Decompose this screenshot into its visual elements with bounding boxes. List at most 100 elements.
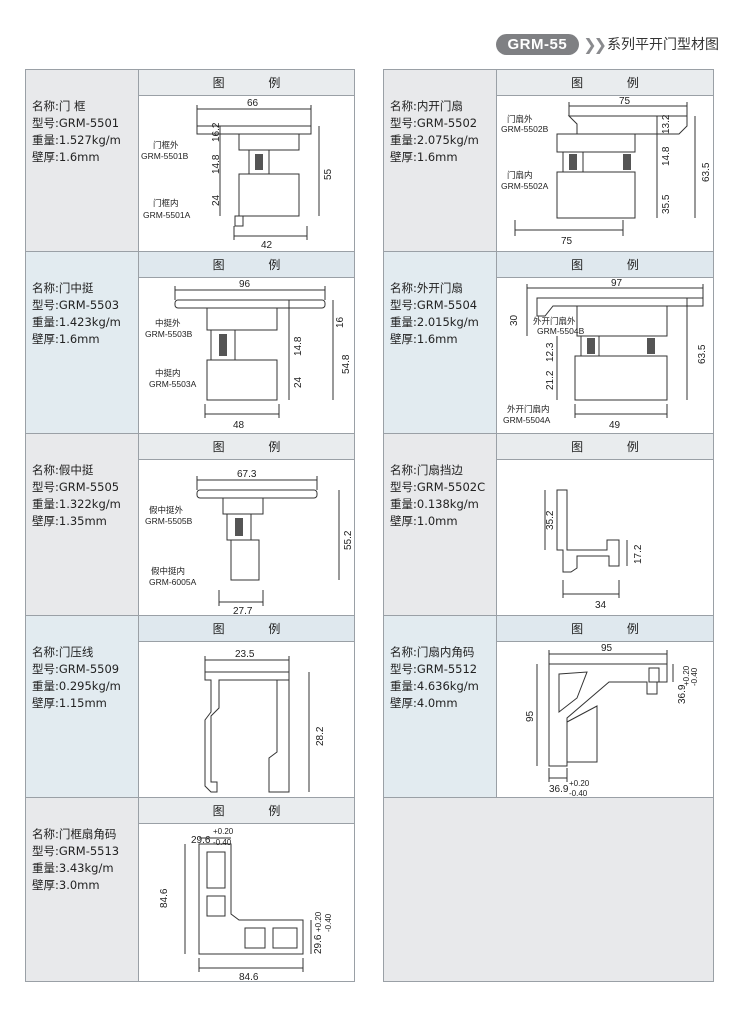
profile-drawing: 35.2 17.2 34 xyxy=(544,489,644,611)
double-chevron-icon: ❯❯ xyxy=(583,34,607,54)
part-label: GRM-5502B xyxy=(501,124,549,134)
profile-figure: 图 例 29.6 +0.20 -0.40 84.6 29.6 xyxy=(139,798,354,982)
dim-label: 14.8 xyxy=(661,146,672,166)
profile-info: 名称:门扇内角码 型号:GRM-5512 重量:4.636kg/m 壁厚:4.0… xyxy=(384,616,497,797)
part-label: GRM-5501B xyxy=(141,151,189,161)
left-column: 名称:门 框 型号:GRM-5501 重量:1.527kg/m 壁厚:1.6mm… xyxy=(25,69,355,982)
dim-label: 67.3 xyxy=(237,469,257,480)
profile-info: 名称:门中挺 型号:GRM-5503 重量:1.423kg/m 壁厚:1.6mm xyxy=(26,252,139,433)
part-label: 门扇外 xyxy=(507,114,533,124)
dim-label: 27.7 xyxy=(233,606,253,616)
dim-label: -0.40 xyxy=(569,789,588,798)
empty-cell xyxy=(384,798,714,982)
profile-wall-thickness: 1.6mm xyxy=(58,332,100,346)
dim-label: 55 xyxy=(323,168,334,180)
part-label: GRM-5503A xyxy=(149,379,197,389)
figure-heading: 图 例 xyxy=(497,616,713,642)
dim-label: 34 xyxy=(595,600,607,611)
profile-model: GRM-5504 xyxy=(416,298,478,312)
dim-label: 24 xyxy=(293,376,304,388)
figure-heading: 图 例 xyxy=(139,252,354,278)
page-header: GRM-55 ❯❯ 系列平开门型材图 xyxy=(495,32,719,56)
profile-cell-5503: 名称:门中挺 型号:GRM-5503 重量:1.423kg/m 壁厚:1.6mm… xyxy=(26,252,355,434)
dim-label: 29.6 xyxy=(313,934,324,954)
profile-figure: 图 例 67.3 55.2 27.7 假中挺外 GRM-5505B 假中挺内 xyxy=(139,434,354,616)
dim-label: +0.20 xyxy=(213,827,234,836)
profile-figure: 图 例 95 +0.20 -0.40 36.9 95 36.9 xyxy=(497,616,713,798)
part-label: GRM-5502A xyxy=(501,181,549,191)
dim-label: 24 xyxy=(211,194,222,206)
dim-label: +0.20 xyxy=(569,779,590,788)
profile-info: 名称:假中挺 型号:GRM-5505 重量:1.322kg/m 壁厚:1.35m… xyxy=(26,434,139,615)
profile-model: GRM-5502 xyxy=(416,116,478,130)
profile-figure: 图 例 35.2 17.2 34 xyxy=(497,434,713,615)
profile-figure: 图 例 23.5 28.2 xyxy=(139,616,354,797)
profile-figure: 图 例 96 16 14.8 24 54.8 48 xyxy=(139,252,354,433)
profile-figure: 图 例 66 16.2 14.8 24 55 xyxy=(139,70,354,251)
dim-label: 28.2 xyxy=(315,726,326,746)
part-label: GRM-5505B xyxy=(145,516,193,526)
dim-label: 48 xyxy=(233,420,245,431)
dim-label: 55.2 xyxy=(343,530,354,550)
profile-wall-thickness: 1.6mm xyxy=(416,150,458,164)
dim-label: 17.2 xyxy=(633,544,644,564)
part-label: GRM-6005A xyxy=(149,577,197,587)
profile-weight: 1.322kg/m xyxy=(58,497,121,511)
profile-cell-5502: 名称:内开门扇 型号:GRM-5502 重量:2.075kg/m 壁厚:1.6m… xyxy=(384,70,714,252)
dim-label: 66 xyxy=(247,98,259,109)
profile-model: GRM-5509 xyxy=(58,662,120,676)
profile-cell-5513: 名称:门框扇角码 型号:GRM-5513 重量:3.43kg/m 壁厚:3.0m… xyxy=(26,798,355,982)
profile-drawing: 95 +0.20 -0.40 36.9 95 36.9 +0.20 -0.40 xyxy=(525,643,699,798)
profile-model: GRM-5513 xyxy=(58,844,120,858)
profile-name: 门扇挡边 xyxy=(416,463,463,477)
profile-name: 门扇内角码 xyxy=(416,645,475,659)
profile-info: 名称:门扇挡边 型号:GRM-5502C 重量:0.138kg/m 壁厚:1.0… xyxy=(384,434,497,615)
page-title: 系列平开门型材图 xyxy=(607,37,719,53)
profile-drawing: 96 16 14.8 24 54.8 48 中挺外 GRM-5503B 中挺内 … xyxy=(145,279,352,431)
profile-weight: 2.015kg/m xyxy=(416,315,479,329)
part-label: 外开门扇内 xyxy=(507,404,550,414)
profile-model: GRM-5501 xyxy=(58,116,120,130)
dim-label: 13.2 xyxy=(661,114,672,134)
profile-model: GRM-5505 xyxy=(58,480,120,494)
figure-heading: 图 例 xyxy=(139,616,354,642)
profile-model: GRM-5502C xyxy=(416,480,486,494)
profile-cell-5512: 名称:门扇内角码 型号:GRM-5512 重量:4.636kg/m 壁厚:4.0… xyxy=(384,616,714,798)
dim-label: 16 xyxy=(335,316,346,328)
profile-wall-thickness: 1.15mm xyxy=(58,696,107,710)
dim-label: +0.20 xyxy=(314,911,323,932)
right-column: 名称:内开门扇 型号:GRM-5502 重量:2.075kg/m 壁厚:1.6m… xyxy=(383,69,714,982)
dim-label: 12.3 xyxy=(545,342,556,362)
dim-label: -0.40 xyxy=(690,667,699,686)
profile-drawing: 23.5 28.2 xyxy=(204,649,326,793)
profile-cell-5502c: 名称:门扇挡边 型号:GRM-5502C 重量:0.138kg/m 壁厚:1.0… xyxy=(384,434,714,616)
profile-info: 名称:门框扇角码 型号:GRM-5513 重量:3.43kg/m 壁厚:3.0m… xyxy=(26,798,139,981)
part-label: 门框内 xyxy=(153,198,179,208)
part-label: 假中挺内 xyxy=(151,566,185,576)
figure-heading: 图 例 xyxy=(139,798,354,824)
dim-label: 63.5 xyxy=(701,162,712,182)
dim-label: 35.5 xyxy=(661,194,672,214)
profile-weight: 1.423kg/m xyxy=(58,315,121,329)
part-label: 假中挺外 xyxy=(149,505,184,515)
dim-label: 16.2 xyxy=(211,122,222,142)
profile-info: 名称:内开门扇 型号:GRM-5502 重量:2.075kg/m 壁厚:1.6m… xyxy=(384,70,497,251)
profile-name: 门框扇角码 xyxy=(58,827,117,841)
part-label: 门框外 xyxy=(153,140,179,150)
dim-label: 23.5 xyxy=(235,649,255,660)
dim-label: 84.6 xyxy=(239,972,259,982)
profile-weight: 0.138kg/m xyxy=(416,497,479,511)
dim-label: 54.8 xyxy=(341,354,352,374)
profile-model: GRM-5503 xyxy=(58,298,120,312)
dim-label: 42 xyxy=(261,240,273,251)
profile-name: 门 框 xyxy=(58,99,86,113)
profile-wall-thickness: 1.35mm xyxy=(58,514,107,528)
profile-drawing: 97 30 12.3 21.2 63.5 49 外开门扇外 GRM-5504B … xyxy=(503,278,708,431)
profile-cell-5501: 名称:门 框 型号:GRM-5501 重量:1.527kg/m 壁厚:1.6mm… xyxy=(26,70,355,252)
profile-name: 门中挺 xyxy=(58,281,94,295)
profile-wall-thickness: 1.6mm xyxy=(416,332,458,346)
part-label: 门扇内 xyxy=(507,170,533,180)
profile-name: 假中挺 xyxy=(58,463,94,477)
profile-drawing: 29.6 +0.20 -0.40 84.6 29.6 +0.20 -0.40 8… xyxy=(159,827,333,982)
profile-drawing: 66 16.2 14.8 24 55 42 门框外 GRM-5501B 门框内 … xyxy=(141,98,334,251)
